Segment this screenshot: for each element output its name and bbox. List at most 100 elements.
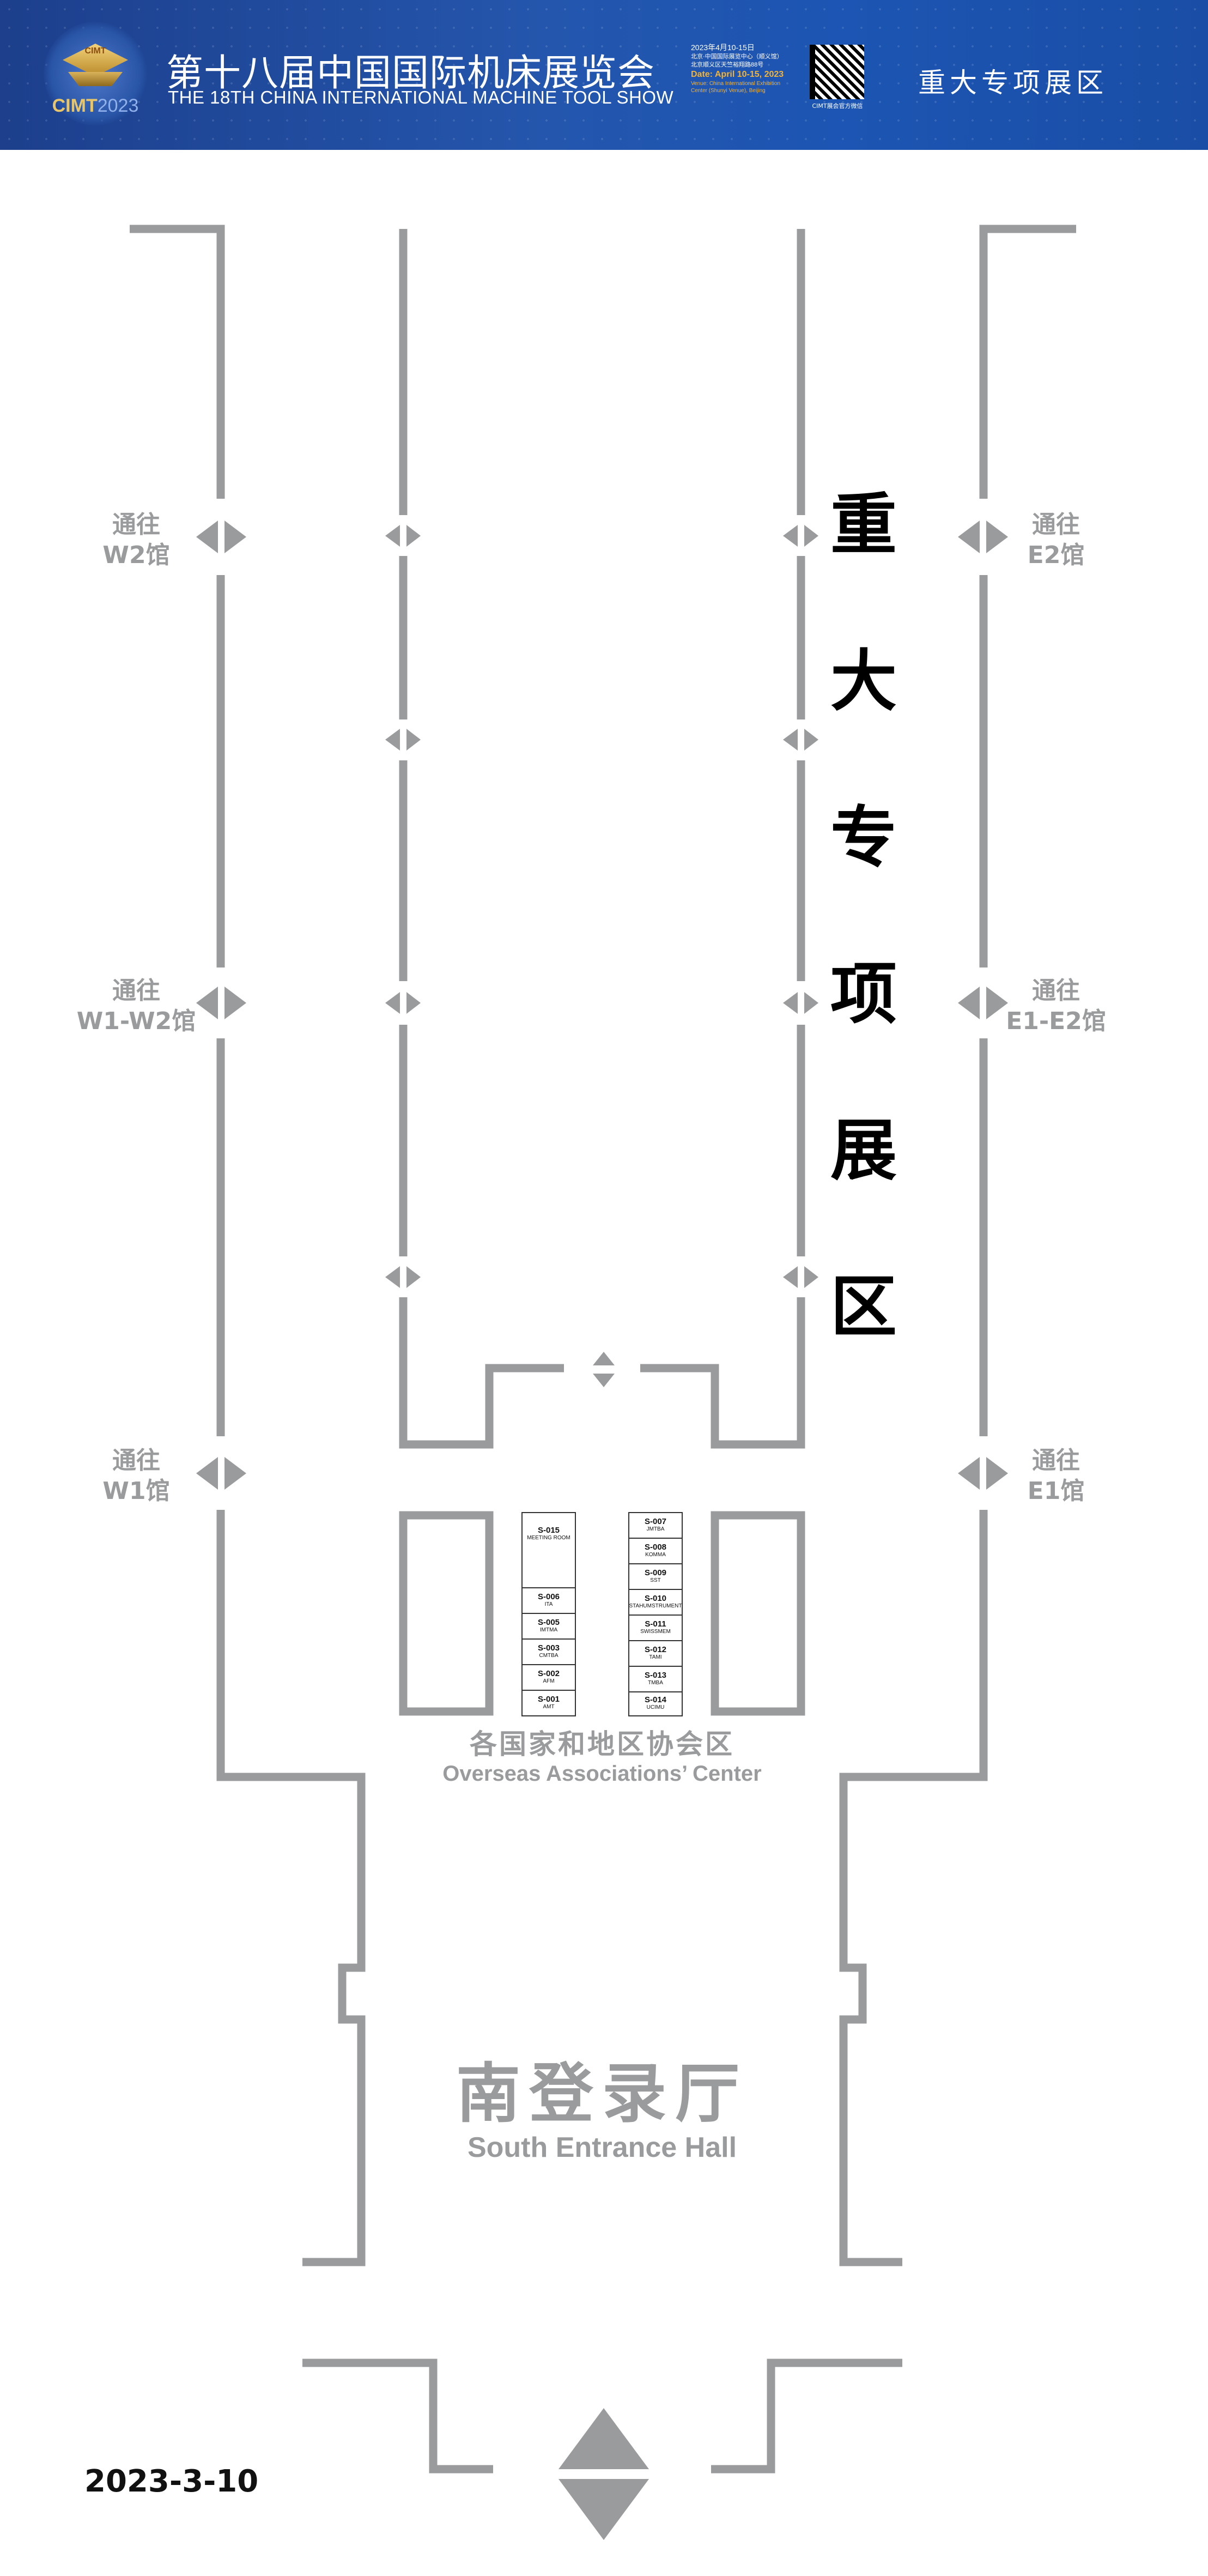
booth-name: KOMMA <box>645 1551 666 1558</box>
hall-east-door-arrows-icon <box>783 525 818 1288</box>
header-pattern <box>0 0 1208 150</box>
entrance-right-wall <box>711 2359 902 2474</box>
info-venue-cn: 北京·中国国际展览中心（顺义馆） <box>691 53 783 60</box>
zone-title-char-5: 展 <box>830 1112 897 1189</box>
gate-label-e2-line1: 通往 <box>1032 511 1080 539</box>
west-outer-wall-seg4 <box>216 1510 366 2266</box>
logo-year: 2023 <box>97 95 139 116</box>
info-date-cn: 2023年4月10-15日 <box>691 43 755 52</box>
gate-e2-arrow-icon <box>958 521 1008 553</box>
gate-e1e2-arrow-icon <box>958 987 1008 1019</box>
booth-name: AFM <box>543 1678 555 1684</box>
booth-name: IMTMA <box>539 1626 558 1633</box>
associations-title-cn: 各国家和地区协会区 <box>470 1728 734 1760</box>
associations-title-en: Overseas Associations’ Center <box>442 1762 762 1786</box>
booth-code: S-007 <box>644 1516 667 1526</box>
gate-label-w1: 通往 W1馆 <box>82 1446 191 1507</box>
booth-code: S-002 <box>537 1668 560 1678</box>
gate-label-e2-line2: E2馆 <box>1027 541 1085 569</box>
booth-name: SST <box>650 1577 661 1583</box>
gate-label-e2: 通往 E2馆 <box>1001 510 1110 571</box>
header-banner: CIMT CIMT2023 第十八届中国国际机床展览会 THE 18TH CHI… <box>0 0 1208 150</box>
gate-label-e1: 通往 E1馆 <box>1001 1446 1110 1507</box>
gate-label-w1-line1: 通往 <box>112 1447 160 1474</box>
cimt-logo: CIMT CIMT2023 <box>44 22 147 125</box>
booth-name: SWISSMEM <box>640 1628 671 1635</box>
gate-label-w2-line2: W2馆 <box>102 541 170 569</box>
revision-date: 2023-3-10 <box>84 2464 259 2499</box>
booth-code: S-001 <box>537 1694 560 1704</box>
hall-west-door-arrows-icon <box>385 525 421 1288</box>
gate-label-e1e2-line2: E1-E2馆 <box>1006 1007 1106 1035</box>
gate-label-e1-line2: E1馆 <box>1027 1477 1085 1505</box>
qr-code-icon <box>810 45 864 99</box>
assoc-block-left <box>399 1511 494 1716</box>
booth-name: ITA <box>544 1601 553 1607</box>
zone-title-char-3: 专 <box>830 799 897 876</box>
logo-text: CIMT <box>52 95 98 116</box>
zone-title-char-4: 项 <box>830 956 897 1033</box>
show-title-cn: 第十八届中国国际机床展览会 <box>166 52 655 95</box>
hall-west-wall-bottom <box>399 1297 564 1449</box>
booth-stack-left <box>521 1512 576 1716</box>
gate-w1w2-arrow-icon <box>196 987 246 1019</box>
booth-code: S-003 <box>537 1643 560 1653</box>
booth-code: S-012 <box>644 1644 667 1654</box>
booth-code: S-014 <box>644 1695 667 1704</box>
gate-label-w2-line1: 通往 <box>112 511 160 539</box>
show-title-en: THE 18TH CHINA INTERNATIONAL MACHINE TOO… <box>168 87 674 107</box>
booth-stack-right <box>628 1512 683 1716</box>
gate-label-w1w2: 通往 W1-W2馆 <box>71 976 202 1037</box>
main-entrance-arrow-icon <box>559 2408 649 2540</box>
hall-title: 重大专项展区 <box>918 67 1108 99</box>
info-date-en: Date: April 10-15, 2023 <box>691 70 784 79</box>
east-outer-wall <box>979 225 1076 499</box>
hall-east-wall-bottom <box>640 1297 805 1449</box>
booth-name: TAMI <box>649 1654 662 1660</box>
gate-label-w1w2-line2: W1-W2馆 <box>76 1007 196 1035</box>
zone-title-char-2: 大 <box>830 643 897 720</box>
gate-label-w1-line2: W1馆 <box>102 1477 170 1505</box>
booth-code: S-006 <box>537 1592 560 1601</box>
booth-code: S-010 <box>644 1593 667 1603</box>
entrance-title-cn: 南登录厅 <box>456 2056 748 2131</box>
booth-name: STAHUMSTRUMENT <box>629 1603 682 1609</box>
booth-name: MEETING ROOM <box>527 1535 570 1541</box>
logo-badge: CIMT <box>84 46 106 56</box>
zone-title: 重 大 专 项 展 区 <box>828 447 899 1386</box>
info-address-cn: 北京顺义区天竺裕翔路88号 <box>691 62 764 68</box>
gate-label-e1e2-line1: 通往 <box>1032 977 1080 1005</box>
info-venue-en: Venue: China International Exhibition Ce… <box>691 81 781 94</box>
gate-label-w2: 通往 W2馆 <box>82 510 191 571</box>
west-outer-wall <box>130 225 225 499</box>
booth-code: S-005 <box>537 1617 560 1627</box>
gate-label-e1-line1: 通往 <box>1032 1447 1080 1474</box>
zone-title-char-1: 重 <box>830 486 897 564</box>
qr-label: CIMT展会官方微信 <box>812 102 863 110</box>
booth-name: AMT <box>543 1703 555 1710</box>
east-outer-wall-seg4 <box>839 1510 988 2266</box>
booth-name: JMTBA <box>646 1526 665 1532</box>
gate-label-w1w2-line1: 通往 <box>112 977 160 1005</box>
assoc-block-right <box>711 1511 805 1716</box>
booth-code: S-013 <box>644 1670 667 1680</box>
show-info: 2023年4月10-15日 北京·中国国际展览中心（顺义馆） 北京顺义区天竺裕翔… <box>691 43 800 94</box>
entrance-left-wall <box>302 2359 493 2474</box>
gate-w2-arrow-icon <box>196 521 246 553</box>
booth-code: S-008 <box>644 1542 667 1552</box>
logo-wordmark: CIMT2023 <box>49 95 142 117</box>
